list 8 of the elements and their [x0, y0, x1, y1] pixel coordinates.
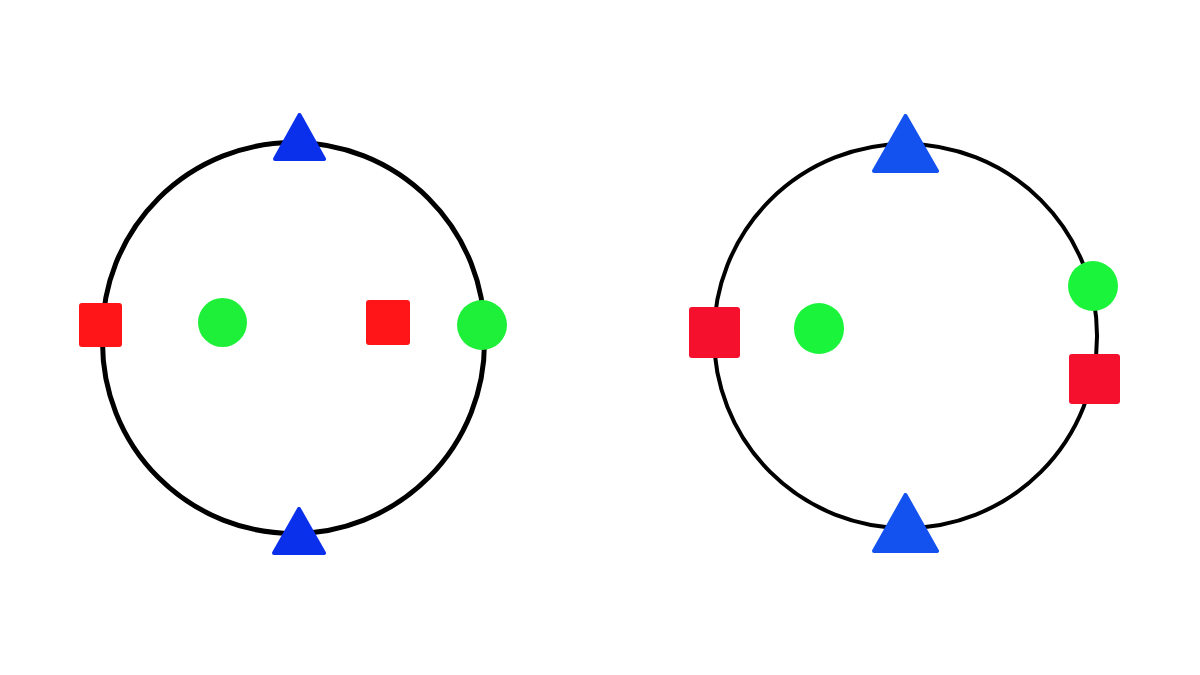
- square-icon: [689, 307, 740, 358]
- triangle-icon: [872, 493, 939, 553]
- triangle-icon: [272, 507, 326, 555]
- square-icon: [1069, 354, 1120, 404]
- square-icon: [366, 300, 410, 345]
- square-icon: [79, 303, 122, 347]
- triangle-icon: [872, 114, 939, 173]
- triangle-icon: [273, 113, 326, 161]
